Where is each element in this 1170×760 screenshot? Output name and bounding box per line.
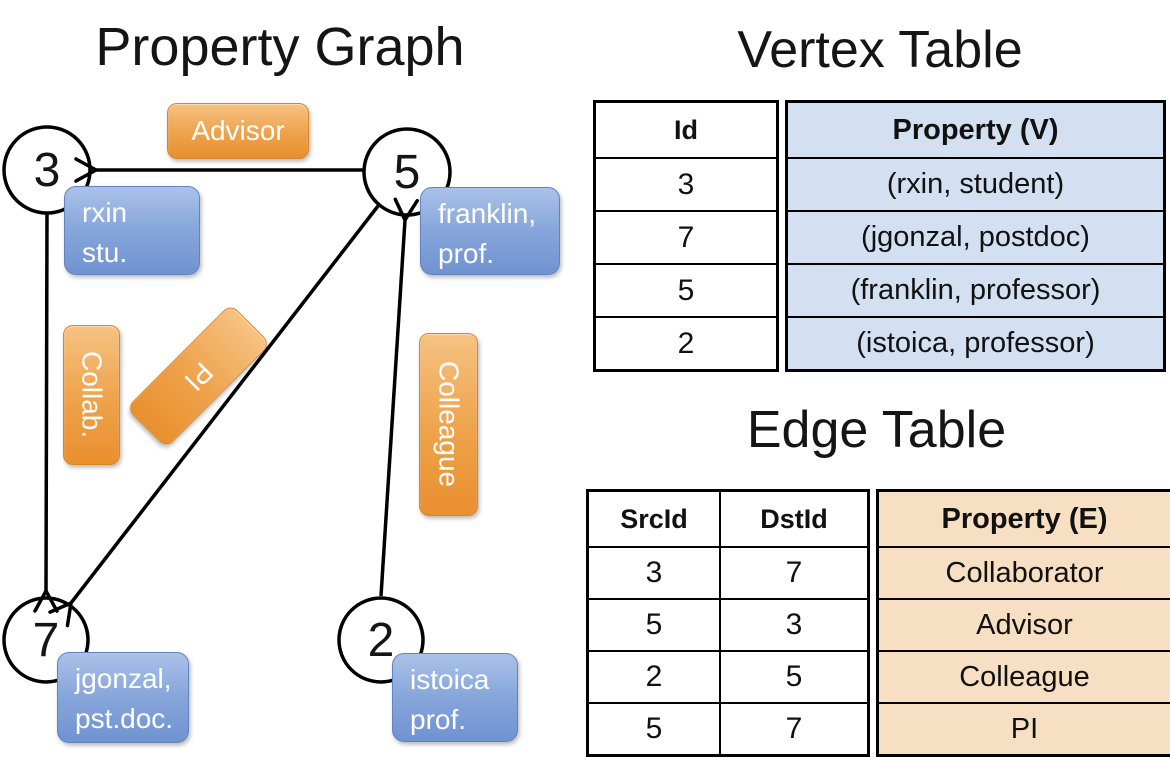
table-cell: 3 xyxy=(719,598,867,650)
table-cell: 2 xyxy=(589,650,719,702)
table-cell: 2 xyxy=(596,316,776,369)
edge-pi-5-to-7 xyxy=(48,204,380,628)
vertex-label-3-line1: rxin xyxy=(82,197,128,228)
table-cell: (jgonzal, postdoc) xyxy=(788,210,1163,263)
vertex-table-title: Vertex Table xyxy=(737,21,1023,79)
edge-collab-3-to-7 xyxy=(33,212,59,613)
table-cell: 7 xyxy=(719,702,867,754)
property-graph-title: Property Graph xyxy=(95,17,465,77)
table-cell: Colleague xyxy=(879,650,1170,702)
node-id-3: 3 xyxy=(33,143,61,197)
table-cell: Advisor xyxy=(879,598,1170,650)
edge-colleague-2-to-5 xyxy=(379,197,420,597)
vertex-label-7: jgonzal, pst.doc. xyxy=(57,652,189,743)
edge-table: SrcId DstId 3 7 5 3 2 5 5 7 Property (E)… xyxy=(586,489,1170,757)
node-id-2: 2 xyxy=(367,613,395,667)
vertex-label-3-line2: stu. xyxy=(82,237,128,268)
vertex-label-7-line1: jgonzal, xyxy=(75,663,172,694)
vertex-table-property-header: Property (V) xyxy=(788,103,1163,157)
edge-table-id-columns: SrcId DstId 3 7 5 3 2 5 5 7 xyxy=(586,489,870,757)
edge-table-srcid-header: SrcId xyxy=(589,492,719,546)
edge-table-title: Edge Table xyxy=(746,401,1007,459)
node-id-5: 5 xyxy=(393,145,421,199)
vertex-table-property-column: Property (V) (rxin, student) (jgonzal, p… xyxy=(785,100,1166,372)
table-cell: Collaborator xyxy=(879,546,1170,598)
edge-label-advisor: Advisor xyxy=(167,103,309,159)
vertex-table-id-column: Id 3 7 5 2 xyxy=(593,100,779,372)
vertex-label-5-line1: franklin, xyxy=(438,198,537,229)
table-cell: 5 xyxy=(589,702,719,754)
vertex-label-5: franklin, prof. xyxy=(420,187,560,275)
edge-label-collab: Collab. xyxy=(63,325,120,465)
table-cell: 7 xyxy=(596,210,776,263)
vertex-label-2-line2: prof. xyxy=(410,704,467,735)
vertex-label-7-line2: pst.doc. xyxy=(75,703,174,734)
edge-table-property-column: Property (E) Collaborator Advisor Collea… xyxy=(876,489,1170,757)
vertex-label-2: istoica prof. xyxy=(392,653,518,742)
vertex-label-3: rxin stu. xyxy=(64,186,200,275)
table-cell: 5 xyxy=(719,650,867,702)
edge-label-advisor-text: Advisor xyxy=(191,115,285,146)
edge-label-collab-text: Collab. xyxy=(76,351,108,439)
table-cell: 5 xyxy=(596,263,776,316)
node-id-7: 7 xyxy=(32,613,60,667)
edge-table-dstid-header: DstId xyxy=(719,492,867,546)
table-cell: 7 xyxy=(719,546,867,598)
table-cell: PI xyxy=(879,702,1170,754)
table-cell: 3 xyxy=(589,546,719,598)
edge-label-pi-text: PI xyxy=(178,356,220,397)
table-cell: 5 xyxy=(589,598,719,650)
table-cell: (franklin, professor) xyxy=(788,263,1163,316)
edge-table-property-header: Property (E) xyxy=(879,492,1170,546)
edge-label-colleague-text: Colleague xyxy=(433,361,465,488)
table-cell: (rxin, student) xyxy=(788,157,1163,210)
table-cell: 3 xyxy=(596,157,776,210)
vertex-table-id-header: Id xyxy=(596,103,776,157)
edge-label-colleague: Colleague xyxy=(419,333,478,516)
vertex-table: Id 3 7 5 2 Property (V) (rxin, student) … xyxy=(593,100,1166,372)
table-cell: (istoica, professor) xyxy=(788,316,1163,369)
vertex-label-5-line2: prof. xyxy=(438,238,495,269)
vertex-label-2-line1: istoica xyxy=(410,664,490,695)
